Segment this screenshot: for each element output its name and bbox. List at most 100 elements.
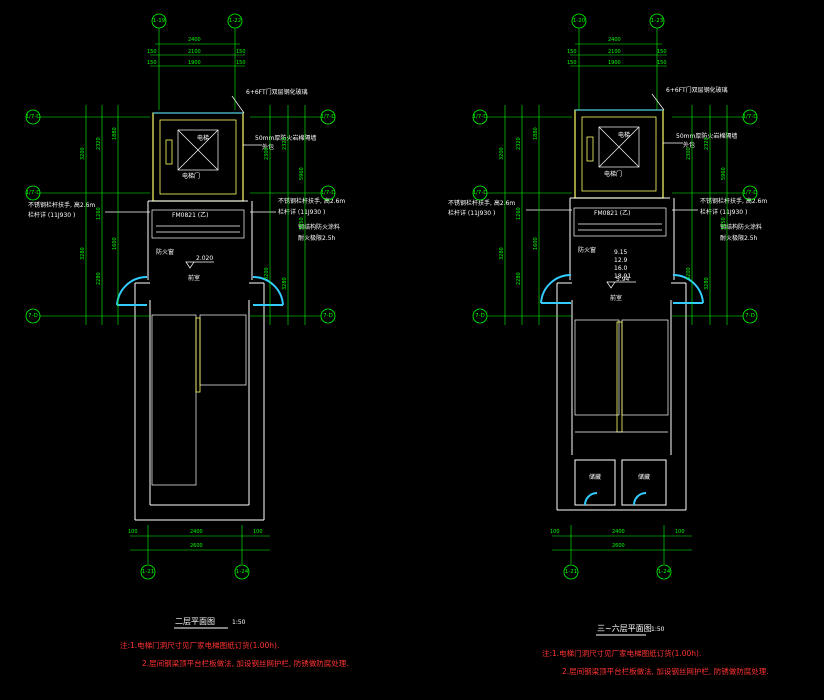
railing-spec-right: 栏杆详 (11J930 ) <box>700 208 747 216</box>
elevator-car <box>177 129 219 171</box>
room-label: 储藏 <box>589 473 601 481</box>
dimension-text: 2320 <box>516 137 522 150</box>
dimension-text: 3200 <box>686 267 692 280</box>
room-label: 储藏 <box>638 473 650 481</box>
railing-spec-right: 栏杆详 (11J930 ) <box>278 208 325 216</box>
axis-label: 1-20 <box>573 18 586 24</box>
plan-scale: 1:50 <box>232 619 246 626</box>
dimension-text: 100 <box>253 529 263 535</box>
axis-label: 1/7-D <box>320 114 335 120</box>
stair-flight <box>151 314 247 486</box>
shaft-note: 50mm厚防火岩棉隔墙 <box>676 132 737 140</box>
axis-label: 1-24 <box>236 569 249 575</box>
dimension-text: 2400 <box>188 37 201 43</box>
dimension-text: 2400 <box>190 529 203 535</box>
coating-note: 钢结构防火涂料 <box>298 223 340 231</box>
railing-note-left: 不锈钢栏杆扶手, 高2.6m <box>28 201 95 209</box>
dimension-text: 2100 <box>608 49 621 55</box>
fire-rating-note: 耐火极限2.5h <box>720 234 758 242</box>
plan-title: 三~六层平面图 <box>597 623 652 633</box>
stair-flight <box>574 319 669 433</box>
dimension-text: 150 <box>147 60 157 66</box>
door-tag: FM0821 (乙) <box>172 212 209 219</box>
dimension-text: 1650 <box>721 217 727 230</box>
axis-label: 1/7-D <box>742 190 757 196</box>
dimension-text: 5960 <box>299 167 305 180</box>
door-tag: FM0821 (乙) <box>594 210 631 217</box>
dimension-text: 2280 <box>516 272 522 285</box>
railing-note-right: 不锈钢栏杆扶手, 高2.6m <box>700 197 767 205</box>
axis-label: 1-19 <box>153 18 166 24</box>
shaft-note-2: 外包 <box>683 141 695 149</box>
dimension-text: 2320 <box>282 137 288 150</box>
dimension-text: 3200 <box>499 147 505 160</box>
dimension-text: 1880 <box>533 127 539 140</box>
axis-bubble <box>656 564 672 580</box>
axis-label: 1/7-D <box>742 114 757 120</box>
dimension-text: 150 <box>657 60 667 66</box>
note-line-2: 2.层间钢梁顶平台栏板做法, 加设钢丝网护栏, 防锈做防腐处理. <box>142 658 349 668</box>
level-list-item: 12.9 <box>614 257 628 264</box>
elevator-shaft <box>152 112 244 202</box>
dimension-text: 150 <box>657 49 667 55</box>
level-list-item: 9.15 <box>614 249 628 256</box>
dimension-text: 100 <box>675 529 685 535</box>
note-line-1: 注:1.电梯门洞尺寸见厂家电梯图纸订货(1.00h). <box>120 640 279 650</box>
dimension-text: 100 <box>128 529 138 535</box>
dimension-text: 3200 <box>264 267 270 280</box>
axis-label: 1-22 <box>229 18 241 24</box>
dimension-text: 3280 <box>282 277 288 290</box>
fire-door-right <box>252 275 284 306</box>
dimension-text: 5960 <box>721 167 727 180</box>
dimension-text: 1600 <box>533 237 539 250</box>
dimension-text: 2320 <box>96 137 102 150</box>
axis-label: 1/7-D <box>472 190 487 196</box>
level-list-item: 18.91 <box>614 273 631 280</box>
dimension-text: 150 <box>236 49 246 55</box>
shaft-note-2: 外包 <box>262 143 274 151</box>
side-note: 防火窗 <box>156 248 174 256</box>
fire-door-right <box>672 273 704 304</box>
level-mark: 2.020 <box>196 255 213 262</box>
axis-bubble <box>140 564 156 580</box>
axis-label: 1/7-D <box>472 114 487 120</box>
elevator-glass-note: 6+6FT门双层钢化玻璃 <box>246 88 308 96</box>
railing-note-left: 不锈钢栏杆扶手, 高2.6m <box>448 199 515 207</box>
elevator-label: 电梯 <box>618 131 630 139</box>
dimension-text: 150 <box>567 60 577 66</box>
elevator-shaft <box>574 109 664 199</box>
dimension-text: 2320 <box>704 137 710 150</box>
dimension-text: 3200 <box>80 147 86 160</box>
dimension-text: 1880 <box>112 127 118 140</box>
railing-spec-left: 栏杆详 (11J930 ) <box>28 211 75 219</box>
axis-label: 1-21 <box>142 569 154 575</box>
storage-door-a <box>584 492 598 506</box>
dimension-text: 3280 <box>704 277 710 290</box>
axis-label: 7-D <box>28 313 38 319</box>
railing-spec-left: 栏杆详 (11J930 ) <box>448 209 495 217</box>
dimension-text: 1260 <box>516 207 522 220</box>
storage-door-b <box>633 492 647 506</box>
axis-bubble <box>563 564 579 580</box>
dimension-text: 1900 <box>188 60 201 66</box>
dimension-text: 2300 <box>264 147 270 160</box>
dimension-text: 2280 <box>96 272 102 285</box>
axis-label: 7-D <box>323 313 333 319</box>
axis-label: 1/7-D <box>25 190 40 196</box>
room-label: 前室 <box>610 294 622 302</box>
plan-title: 二层平面图 <box>175 617 215 626</box>
elevator-car <box>598 126 640 168</box>
dimension-text: 3280 <box>499 247 505 260</box>
dimension-text: 1650 <box>299 217 305 230</box>
dimension-text: 2600 <box>612 543 625 549</box>
room-label: 前室 <box>188 274 200 282</box>
axis-label: 1-24 <box>658 569 671 575</box>
axis-bubble <box>234 564 250 580</box>
axis-label: 1/7-D <box>320 190 335 196</box>
dimension-text: 2100 <box>188 49 201 55</box>
shaft-note: 50mm厚防火岩棉隔墙 <box>255 134 316 142</box>
landing-platform <box>151 209 245 239</box>
fire-door-left <box>540 273 572 304</box>
third-sixth-floor-plan: 1-20 1-23 2400 150 2100 150 150 1900 150… <box>448 13 769 676</box>
